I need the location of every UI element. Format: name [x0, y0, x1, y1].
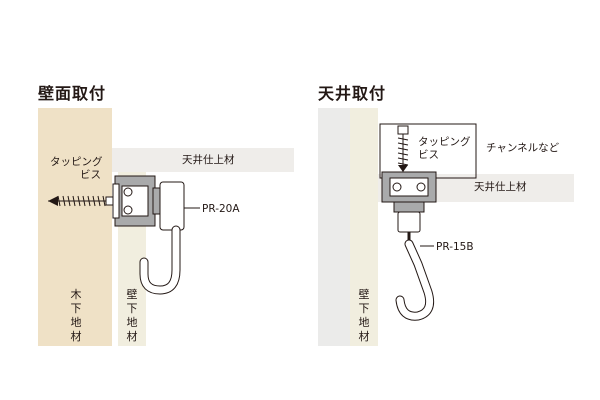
rail-profile-right: [381, 171, 437, 203]
tapping-screw-label-left-2: ビス: [80, 169, 101, 181]
tapping-screw-label-right-2: ビス: [418, 149, 439, 161]
tapping-screw-label-left-1: タッピング: [50, 156, 103, 168]
hook-left: [139, 225, 181, 295]
tapping-screw-label-right-1: タッピング: [418, 136, 471, 148]
wall-base-panel-right: [350, 108, 378, 346]
wall-mount-heading: 壁面取付: [38, 84, 107, 103]
wood-base-panel: [38, 108, 112, 346]
ceiling-finish-label-left: 天井仕上材: [182, 154, 235, 166]
wood-base-label: 木下地材: [70, 288, 82, 343]
model-label-pr20a: PR-20A: [202, 203, 240, 215]
rail-profile-left: [112, 175, 156, 227]
tapping-screw-right: [397, 125, 409, 172]
wall-gray-panel: [318, 108, 350, 346]
ceiling-mount-heading: 天井取付: [318, 84, 387, 103]
hook-right: [395, 239, 435, 321]
runner-left: [152, 181, 185, 231]
channel-label: チャンネルなど: [486, 142, 560, 154]
ceiling-finish-label-right: 天井仕上材: [474, 181, 527, 193]
wall-base-label-right: 壁下地材: [358, 288, 370, 343]
wall-base-label-left: 壁下地材: [126, 288, 138, 343]
ceiling-finish-band-left: [112, 148, 294, 172]
runner-right: [393, 201, 425, 244]
model-label-pr15b: PR-15B: [436, 241, 474, 253]
